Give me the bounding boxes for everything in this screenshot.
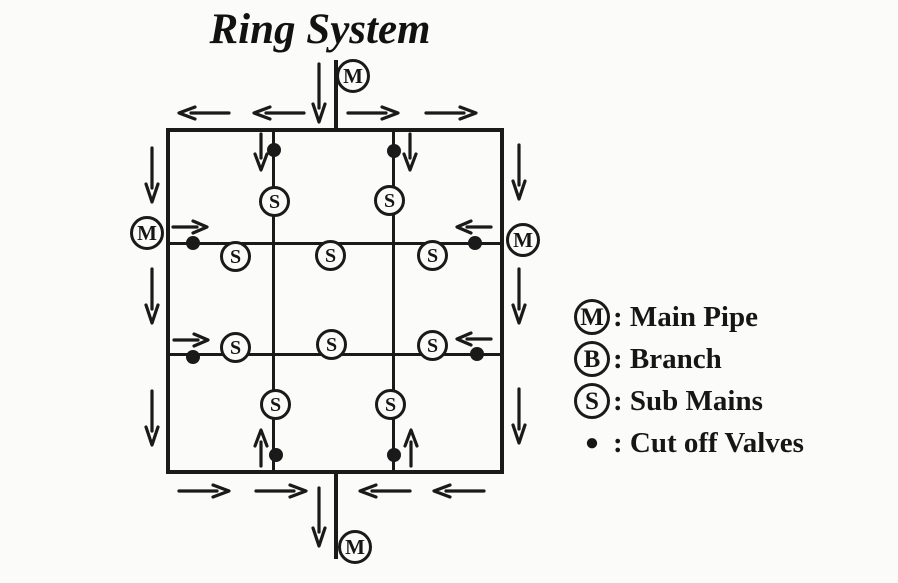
sub-main-node: S: [220, 332, 251, 363]
flow-arrow-down-icon: [311, 486, 327, 548]
sub-main-node: S: [315, 240, 346, 271]
legend-sub-mains-symbol: S: [574, 383, 610, 419]
flow-arrow-down-icon: [511, 387, 527, 445]
sub-main-node-label: S: [426, 244, 439, 267]
cutoff-valve-dot: [186, 236, 200, 250]
legend: M : Main Pipe B : Branch S : Sub Mains ●…: [574, 296, 804, 464]
legend-item-branch: B : Branch: [574, 338, 804, 380]
cutoff-valve-dot: [186, 350, 200, 364]
legend-cutoff-valve-dot-icon: ●: [584, 430, 600, 456]
sub-main-node-label: S: [325, 333, 338, 356]
cutoff-valve-dot: [468, 236, 482, 250]
sub-main-vertical-line-1: [272, 130, 275, 471]
flow-arrow-right-icon: [346, 105, 400, 121]
cutoff-valve-dot: [269, 448, 283, 462]
legend-sub-mains-label: : Sub Mains: [613, 384, 763, 417]
sub-main-node-label: S: [426, 334, 439, 357]
sub-main-node-label: S: [384, 393, 397, 416]
flow-arrow-down-icon: [253, 132, 269, 172]
legend-cutoff-valves-label: : Cut off Valves: [613, 426, 804, 459]
flow-arrow-right-icon: [254, 483, 308, 499]
flow-arrow-down-icon: [402, 132, 418, 172]
legend-main-pipe-label: : Main Pipe: [613, 300, 758, 333]
flow-arrow-left-icon: [455, 219, 493, 235]
main-pipe-node-top: M: [336, 59, 370, 93]
sub-main-node: S: [417, 330, 448, 361]
flow-arrow-left-icon: [252, 105, 306, 121]
flow-arrow-up-icon: [403, 428, 419, 468]
sub-main-node: S: [259, 186, 290, 217]
sub-main-node-label: S: [268, 190, 281, 213]
sub-main-node-label: S: [269, 393, 282, 416]
main-pipe-node-bottom: M: [338, 530, 372, 564]
cutoff-valve-dot: [470, 347, 484, 361]
legend-item-sub-mains: S : Sub Mains: [574, 380, 804, 422]
flow-arrow-left-icon: [177, 105, 231, 121]
sub-main-vertical-line-2: [392, 130, 395, 471]
flow-arrow-up-icon: [253, 428, 269, 468]
sub-main-node: S: [417, 240, 448, 271]
main-pipe-node-label: M: [513, 227, 533, 252]
sub-main-node-label: S: [324, 244, 337, 267]
sub-main-node: S: [220, 241, 251, 272]
legend-item-cutoff-valves: ● : Cut off Valves: [574, 422, 804, 464]
sub-main-node-label: S: [229, 336, 242, 359]
legend-main-pipe-symbol: M: [574, 299, 610, 335]
flow-arrow-down-icon: [511, 143, 527, 201]
legend-branch-label: : Branch: [613, 342, 722, 375]
flow-arrow-right-icon: [177, 483, 231, 499]
flow-arrow-down-icon: [144, 267, 160, 325]
flow-arrow-right-icon: [424, 105, 478, 121]
main-pipe-node-label: M: [137, 220, 157, 245]
main-pipe-node-left: M: [130, 216, 164, 250]
cutoff-valve-dot: [387, 448, 401, 462]
sub-main-node-label: S: [229, 245, 242, 268]
sub-main-node: S: [260, 389, 291, 420]
main-pipe-node-label: M: [345, 534, 365, 559]
main-pipe-node-right: M: [506, 223, 540, 257]
flow-arrow-right-icon: [171, 219, 209, 235]
flow-arrow-left-icon: [358, 483, 412, 499]
main-pipe-bottom-line: [334, 471, 338, 559]
flow-arrow-left-icon: [455, 331, 493, 347]
diagram-title: Ring System: [209, 6, 431, 53]
cutoff-valve-dot: [387, 144, 401, 158]
flow-arrow-down-icon: [144, 146, 160, 204]
sub-main-node-label: S: [383, 189, 396, 212]
ring-main-outline: [166, 128, 504, 474]
main-pipe-top-line: [334, 60, 338, 128]
sub-main-node: S: [375, 389, 406, 420]
legend-branch-symbol: B: [574, 341, 610, 377]
legend-item-main-pipe: M : Main Pipe: [574, 296, 804, 338]
sub-main-node: S: [374, 185, 405, 216]
flow-arrow-down-icon: [144, 389, 160, 447]
cutoff-valve-dot: [267, 143, 281, 157]
flow-arrow-down-icon: [511, 267, 527, 325]
sub-main-node: S: [316, 329, 347, 360]
flow-arrow-down-icon: [311, 62, 327, 124]
main-pipe-node-label: M: [343, 63, 363, 88]
flow-arrow-left-icon: [432, 483, 486, 499]
flow-arrow-right-icon: [172, 332, 210, 348]
